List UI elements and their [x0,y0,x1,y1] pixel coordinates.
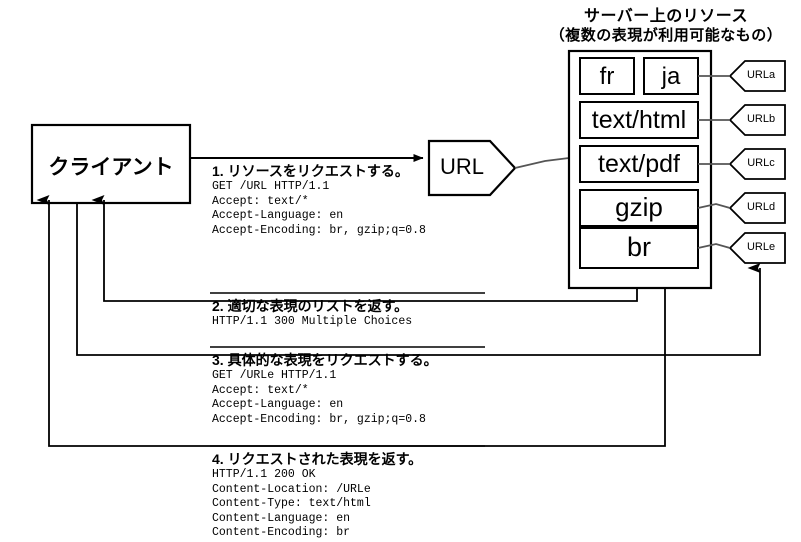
url-tag-label-urlc: URLc [747,157,775,169]
url-tag-label-urld: URLd [746,201,776,213]
rep-label-ja: ja [661,63,681,90]
url-tag-label-urlb: URLb [746,113,776,125]
connector-rep-to-urle [697,243,731,249]
rep-label-fr: fr [599,63,615,90]
server-group-title-line1: サーバー上のリソース [583,8,749,25]
step-4-body: HTTP/1.1 200 OK Content-Location: /URLe … [212,468,371,540]
url-tag-label-urla: URLa [746,69,776,81]
flow-path-step3 [76,203,761,356]
url-node-label: URL [439,154,484,179]
rep-label-gzip: gzip [615,192,663,222]
step-4-title: 4. リクエストされた表現を返す。 [212,451,423,467]
server-group-box [567,49,713,290]
rep-box-text-pdf [579,145,699,183]
client-label: クライアント [48,156,174,179]
rep-box-fr [579,57,635,95]
server-group-title-line2: （複数の表現が利用可能なもの） [549,27,783,44]
step-2-body: HTTP/1.1 300 Multiple Choices [212,315,413,328]
flow-path-step2 [91,195,638,302]
rep-box-gzip [579,189,699,227]
rep-label-text-pdf: text/pdf [598,150,680,178]
client-box [30,123,192,205]
url-tag-shape-urle [728,232,786,264]
rep-label-text-html: text/html [591,106,687,134]
step-1-body: GET /URL HTTP/1.1 Accept: text/* Accept-… [212,180,426,237]
url-tag-shape-urlb [728,104,786,136]
step-3-title: 3. 具体的な表現をリクエストする。 [212,352,438,368]
step-1-title: 1. リソースをリクエストする。 [212,163,409,179]
step-3-body: GET /URLe HTTP/1.1 Accept: text/* Accept… [212,369,426,426]
url-tag-shape-urlc [728,148,786,180]
connector-rep-to-urld [697,203,731,209]
step-2-title: 2. 適切な表現のリストを返す。 [212,298,409,314]
url-tag-label-urle: URLe [746,241,776,253]
rep-label-br: br [626,232,651,262]
rep-box-br [579,227,699,269]
url-tag-shape-urld [728,192,786,224]
rep-box-text-html [579,101,699,139]
url-node-shape [427,139,517,197]
url-to-server-connector [514,157,570,169]
url-tag-shape-urla [728,60,786,92]
